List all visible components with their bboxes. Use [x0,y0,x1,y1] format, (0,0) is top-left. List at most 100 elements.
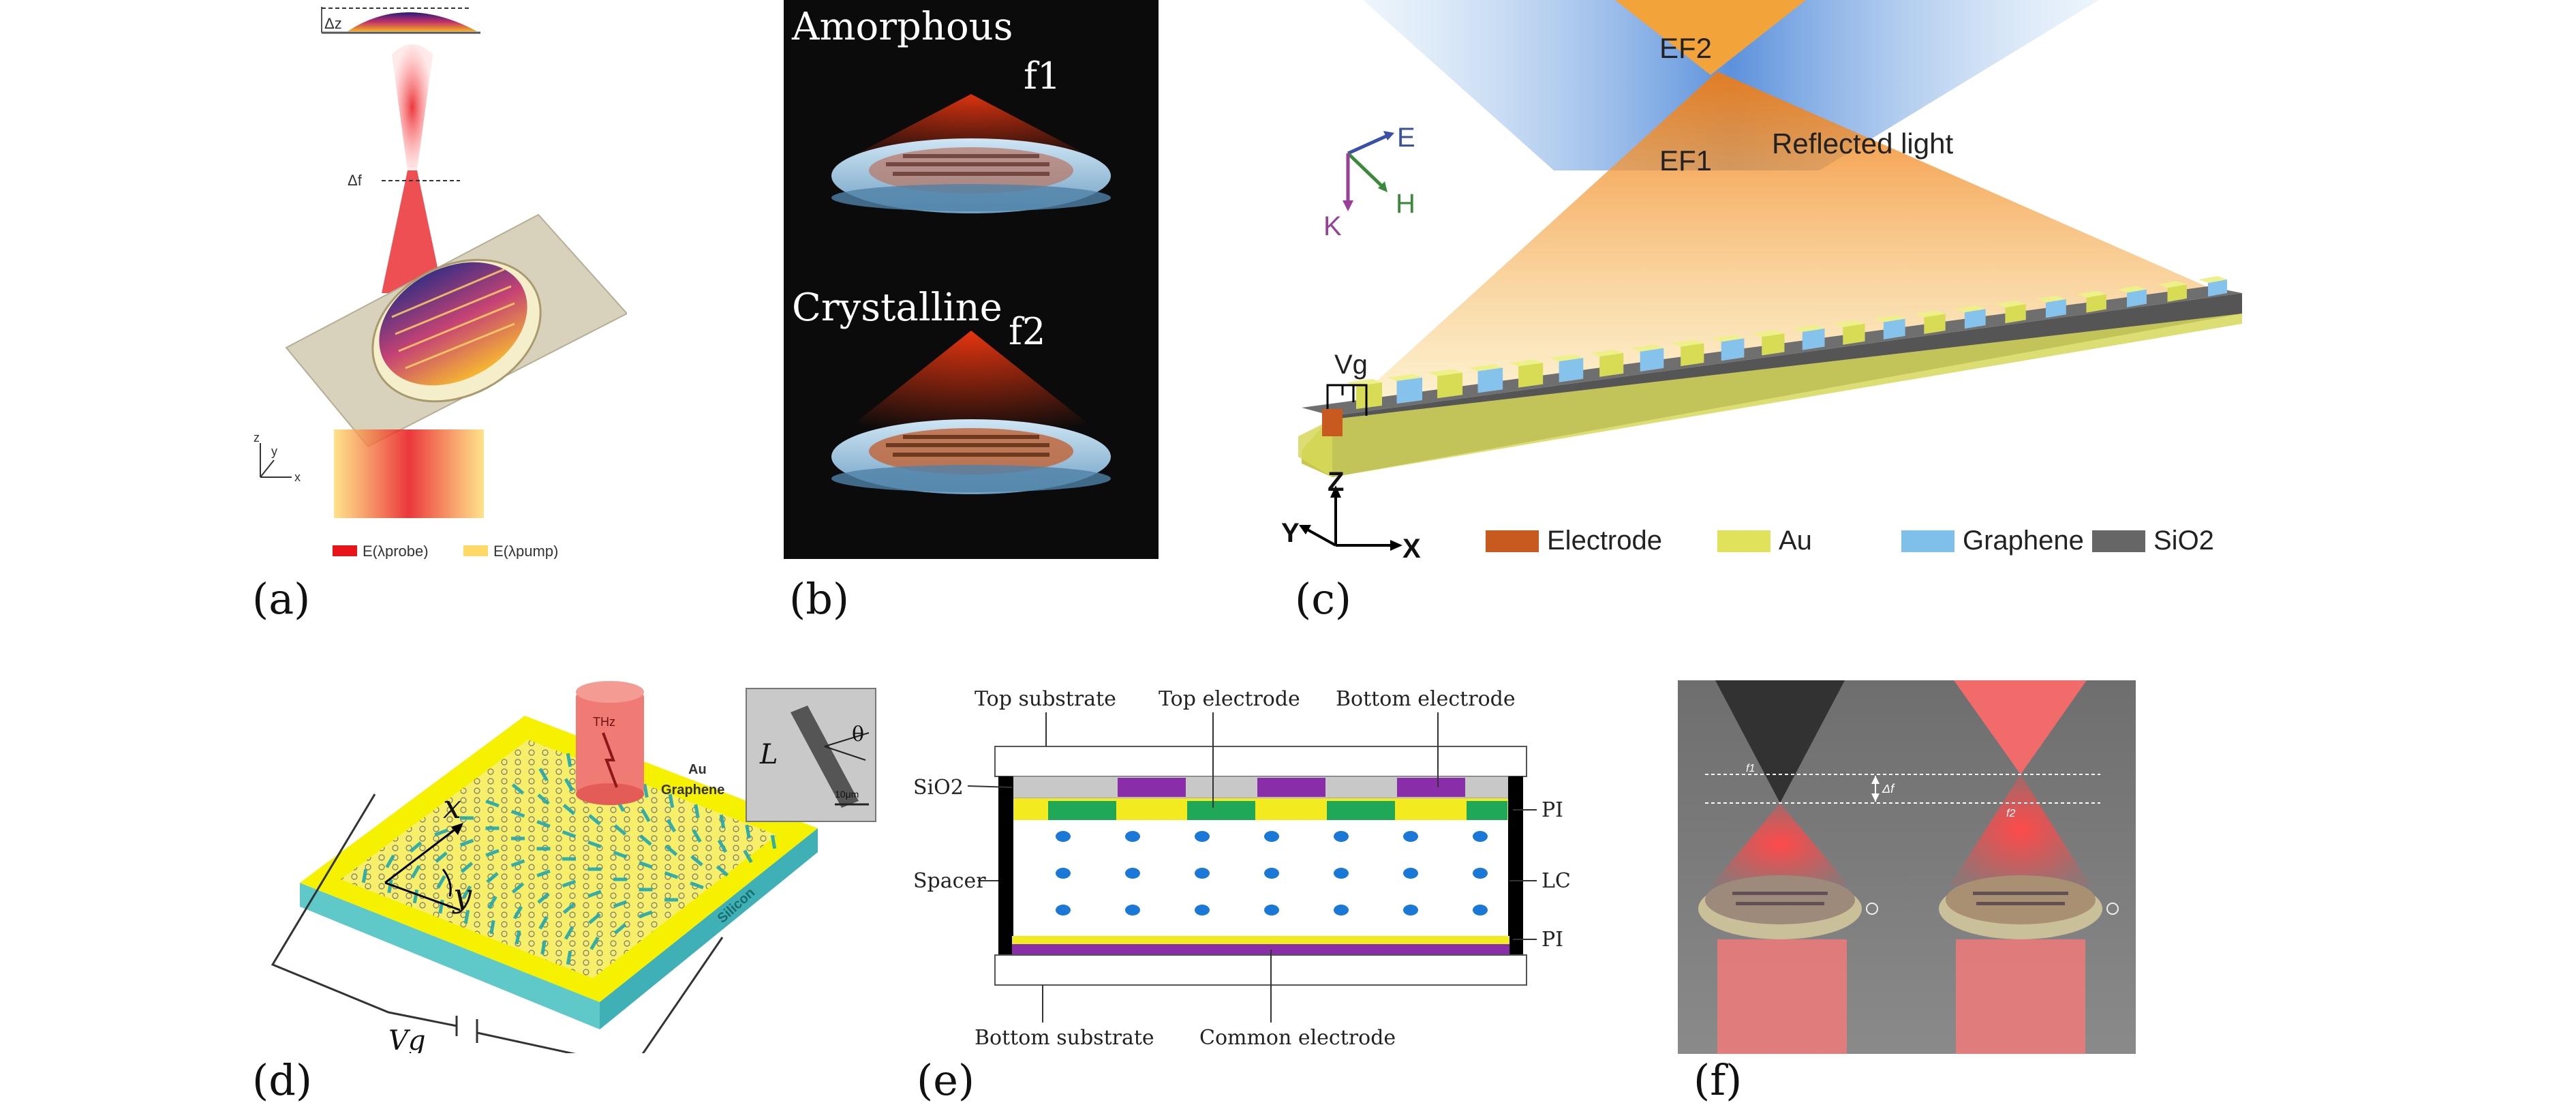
graphene-dash [463,909,470,924]
lc-molecule [1125,868,1140,879]
graphene-dash [562,879,577,888]
grating-rib [1883,318,1905,339]
graphene-dash [668,793,675,808]
lc-label: LC [1542,869,1571,893]
graphene-dash [538,768,549,782]
axis-x-label: x [294,470,301,484]
grating-rib-top [1387,374,1423,381]
graphene-dash [690,881,704,890]
crystalline-label: Crystalline [792,286,1002,330]
graphene-dash [564,926,574,940]
graphene-dash [716,865,729,877]
axis-z-label: Z [1328,467,1344,497]
thz-source [576,681,644,805]
graphene-dash [639,910,653,919]
lc-molecule [1403,905,1418,915]
reflected-beam-ef1 [1346,72,2222,409]
lc-molecule [1195,868,1210,879]
graphene-dash [562,804,576,815]
graphene-dash [409,841,423,853]
grating-rib-top [2117,286,2147,293]
graphene-dash [717,839,728,853]
grating-rib [1681,343,1704,367]
graphene-dash [410,864,421,879]
graphene-dash [536,869,551,878]
graphene-dash [613,824,627,836]
graphene-dash [613,900,628,909]
pi-bottom-label: PI [1542,928,1563,952]
panel-f-figure: f1 f2 Δf [1678,680,2136,1054]
grating-rib [1762,333,1785,356]
bottom-electrode-label: Bottom electrode [1336,687,1516,711]
graphene-dash [537,793,550,805]
grating-rib-top [1752,330,1785,337]
ef1-label: EF1 [1659,145,1712,177]
grating-rib-top [1428,369,1463,376]
graphene-dash [538,915,549,930]
lc-molecule [1403,831,1418,842]
grating-rib-top [1954,305,1986,313]
graphene-dash [564,778,574,792]
grating-rib-top [1914,310,1946,318]
delta-f-label: Δf [1882,782,1895,796]
graphene-dash [639,834,652,846]
amorphous-label: Amorphous [791,5,1013,49]
grating-rib-top [1711,335,1745,342]
axes-indicator [260,443,292,478]
graphene-dash [489,920,495,935]
lc-molecule [1473,868,1488,879]
lc-molecule [1403,868,1418,879]
lc-molecule [1264,905,1279,915]
grating-rib [2005,303,2026,324]
vector-k-label: K [1323,211,1342,241]
grating-rib [1924,314,1946,334]
legend-swatch [1901,530,1954,552]
grating-rib [1477,367,1503,393]
graphene-dash [460,862,474,873]
lc-molecule [1056,868,1071,879]
lc-region [1012,820,1509,936]
grating-rib-top [1995,300,2026,307]
grating-rib [1802,328,1825,350]
grating-rib [2045,299,2066,318]
pump-beam [334,429,484,518]
grating-rib [2167,284,2187,302]
graphene-dash [694,804,700,819]
lc-molecule [1334,831,1349,842]
sem-inset [746,688,876,822]
graphene-dash [666,819,677,833]
caption-e: (e) [917,1055,975,1105]
lc-molecule [1334,868,1349,879]
grating-rib [1396,377,1423,404]
panel-e-figure: Top substrate Top electrode Bottom elect… [900,678,1670,1060]
inset-theta-label: θ [852,723,864,746]
left-focus-cone [1712,803,1848,885]
grating-rib-top [2198,276,2227,283]
graphene-dash [587,840,602,849]
graphene-dash [562,830,577,838]
panel-a-figure: Δz Δf z y x E(λprobe) E(λpump) [245,0,628,560]
grating-rib [1640,348,1664,372]
graphene-dash [690,855,703,866]
graphene-dash [461,885,472,899]
caption-d: (d) [252,1055,313,1105]
grating-rib [2208,279,2227,297]
graphene-dash [664,871,679,879]
top-electrode-label: Top electrode [1159,687,1300,711]
graphene-dash [540,940,547,955]
xyz-axes [1304,494,1394,547]
sio2-label: SiO2 [913,776,964,800]
grating-rib-top [1792,324,1825,332]
delta-z-profile [321,7,480,34]
graphene-dash [613,850,628,859]
graphene-dash [486,872,499,883]
right-input-beam [1956,939,2085,1054]
graphene-dash [510,809,525,818]
grating-rib [2086,294,2106,313]
graphene-dash [485,849,500,858]
grating-rib [1356,382,1382,409]
graphene-dash [743,849,753,864]
vector-h-label: H [1396,189,1415,219]
grating-rib-top [1468,364,1503,372]
